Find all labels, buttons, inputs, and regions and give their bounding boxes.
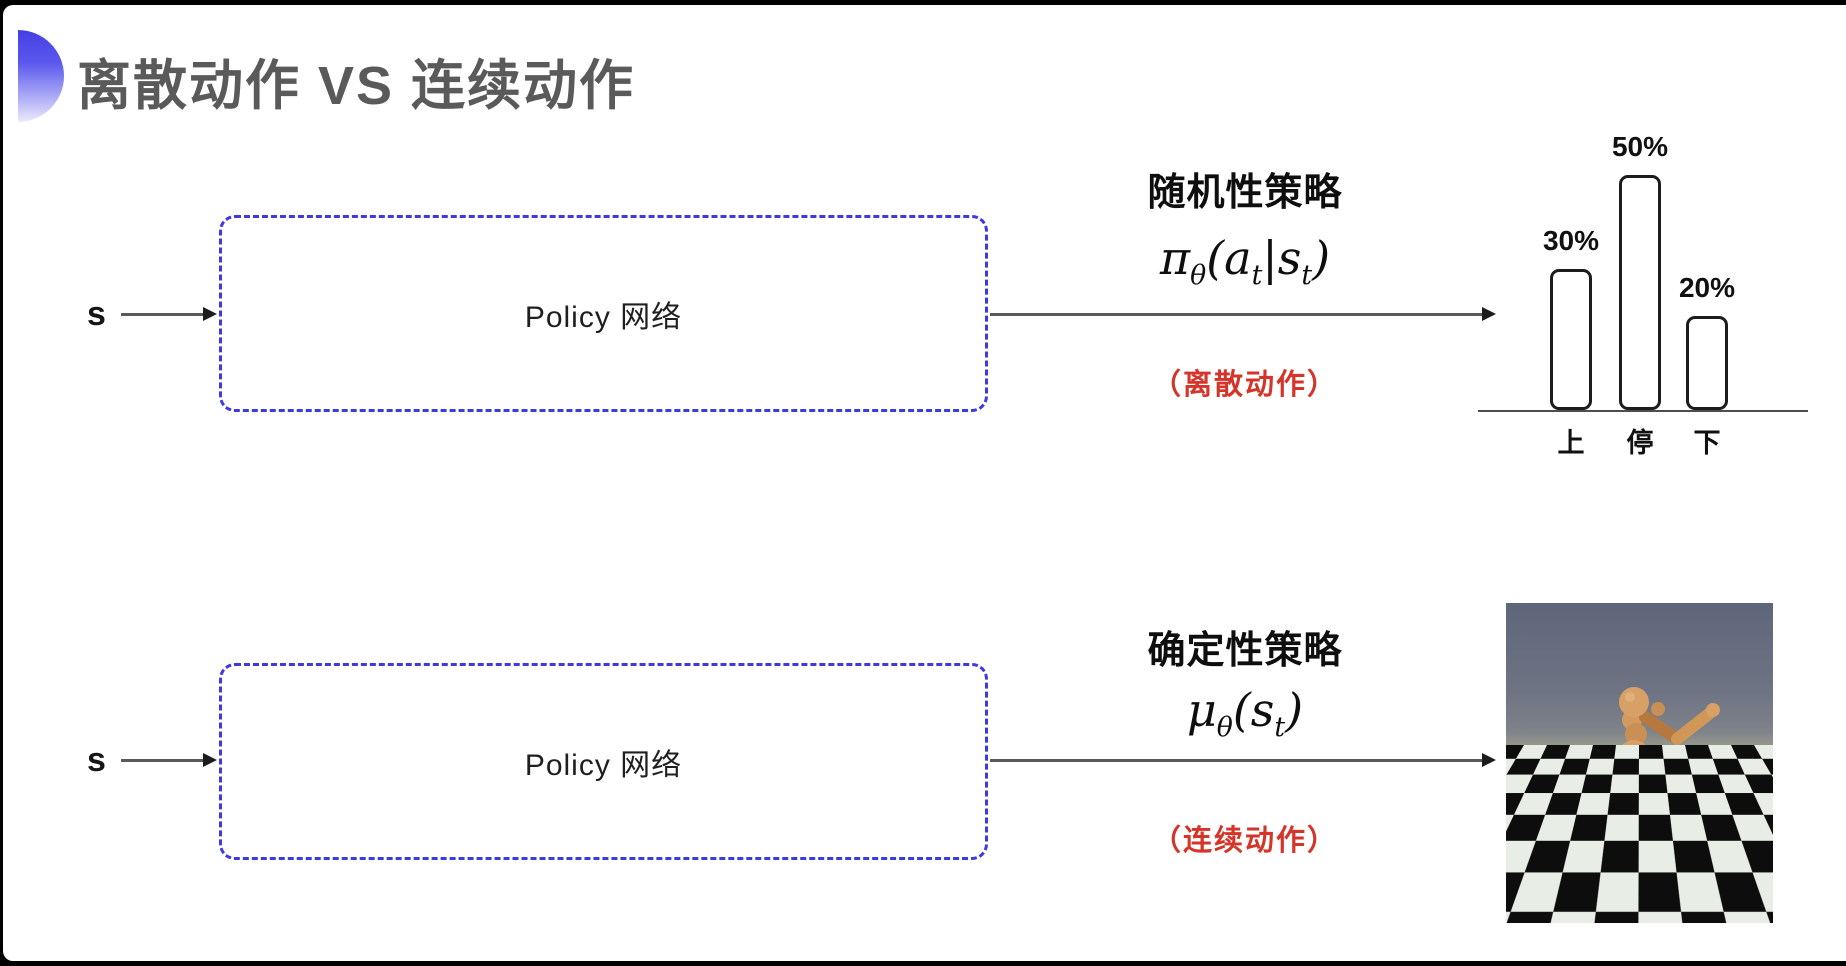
formula-subscript: t xyxy=(1251,260,1263,292)
action-type-continuous: （连续动作） xyxy=(1151,825,1338,857)
slide: 离散动作 VS 连续动作 s Policy 网络 随机性策略 πθ(at|st)… xyxy=(3,5,1846,961)
policy-type-stochastic: 随机性策略 xyxy=(1147,172,1343,214)
policy-network-box-bottom: Policy 网络 xyxy=(219,663,988,860)
humanoid-robot-image xyxy=(1506,603,1773,923)
policy-network-label-top: Policy 网络 xyxy=(524,300,683,334)
stochastic-policy-formula: πθ(at|st) xyxy=(1095,231,1395,291)
deterministic-policy-formula: μθ(st) xyxy=(1095,683,1395,743)
state-input-label-bottom: s xyxy=(87,741,106,779)
chart-value-label: 20% xyxy=(1678,272,1736,303)
formula-subscript: t xyxy=(1301,260,1313,292)
humanoid-robot-figure xyxy=(1590,687,1720,907)
title-accent-semicircle-icon xyxy=(18,30,64,122)
chart-category-label: 下 xyxy=(1693,428,1721,458)
input-arrow-bottom xyxy=(121,753,217,767)
chart-bar-上 xyxy=(1550,269,1592,410)
chart-baseline xyxy=(1478,410,1808,412)
action-type-discrete: （离散动作） xyxy=(1151,369,1338,401)
formula-part: ) xyxy=(1285,683,1304,737)
output-arrow-top xyxy=(990,307,1496,321)
formula-subscript: t xyxy=(1274,712,1286,744)
formula-part: |s xyxy=(1262,231,1302,285)
chart-category-label: 停 xyxy=(1626,428,1654,458)
policy-network-box-top: Policy 网络 xyxy=(219,215,988,412)
output-arrow-bottom xyxy=(990,753,1496,767)
formula-subscript: θ xyxy=(1216,712,1233,744)
action-bar-chart: 30% 上 50% 停 20% 下 xyxy=(1478,106,1808,458)
formula-part: ) xyxy=(1312,231,1331,285)
policy-type-deterministic: 确定性策略 xyxy=(1147,630,1343,672)
chart-category-label: 上 xyxy=(1557,428,1585,458)
policy-network-label-bottom: Policy 网络 xyxy=(524,748,683,782)
formula-subscript: θ xyxy=(1190,260,1207,292)
input-arrow-top xyxy=(121,307,217,321)
chart-bar-停 xyxy=(1619,175,1661,410)
formula-part: (s xyxy=(1232,683,1275,737)
chart-value-label: 30% xyxy=(1542,225,1600,256)
chart-bar-下 xyxy=(1686,316,1728,410)
formula-symbol: μ xyxy=(1186,683,1217,737)
formula-symbol: π xyxy=(1159,231,1191,285)
slide-title: 离散动作 VS 连续动作 xyxy=(77,56,636,116)
formula-part: (a xyxy=(1206,231,1252,285)
state-input-label-top: s xyxy=(87,295,106,333)
chart-value-label: 50% xyxy=(1611,131,1669,162)
